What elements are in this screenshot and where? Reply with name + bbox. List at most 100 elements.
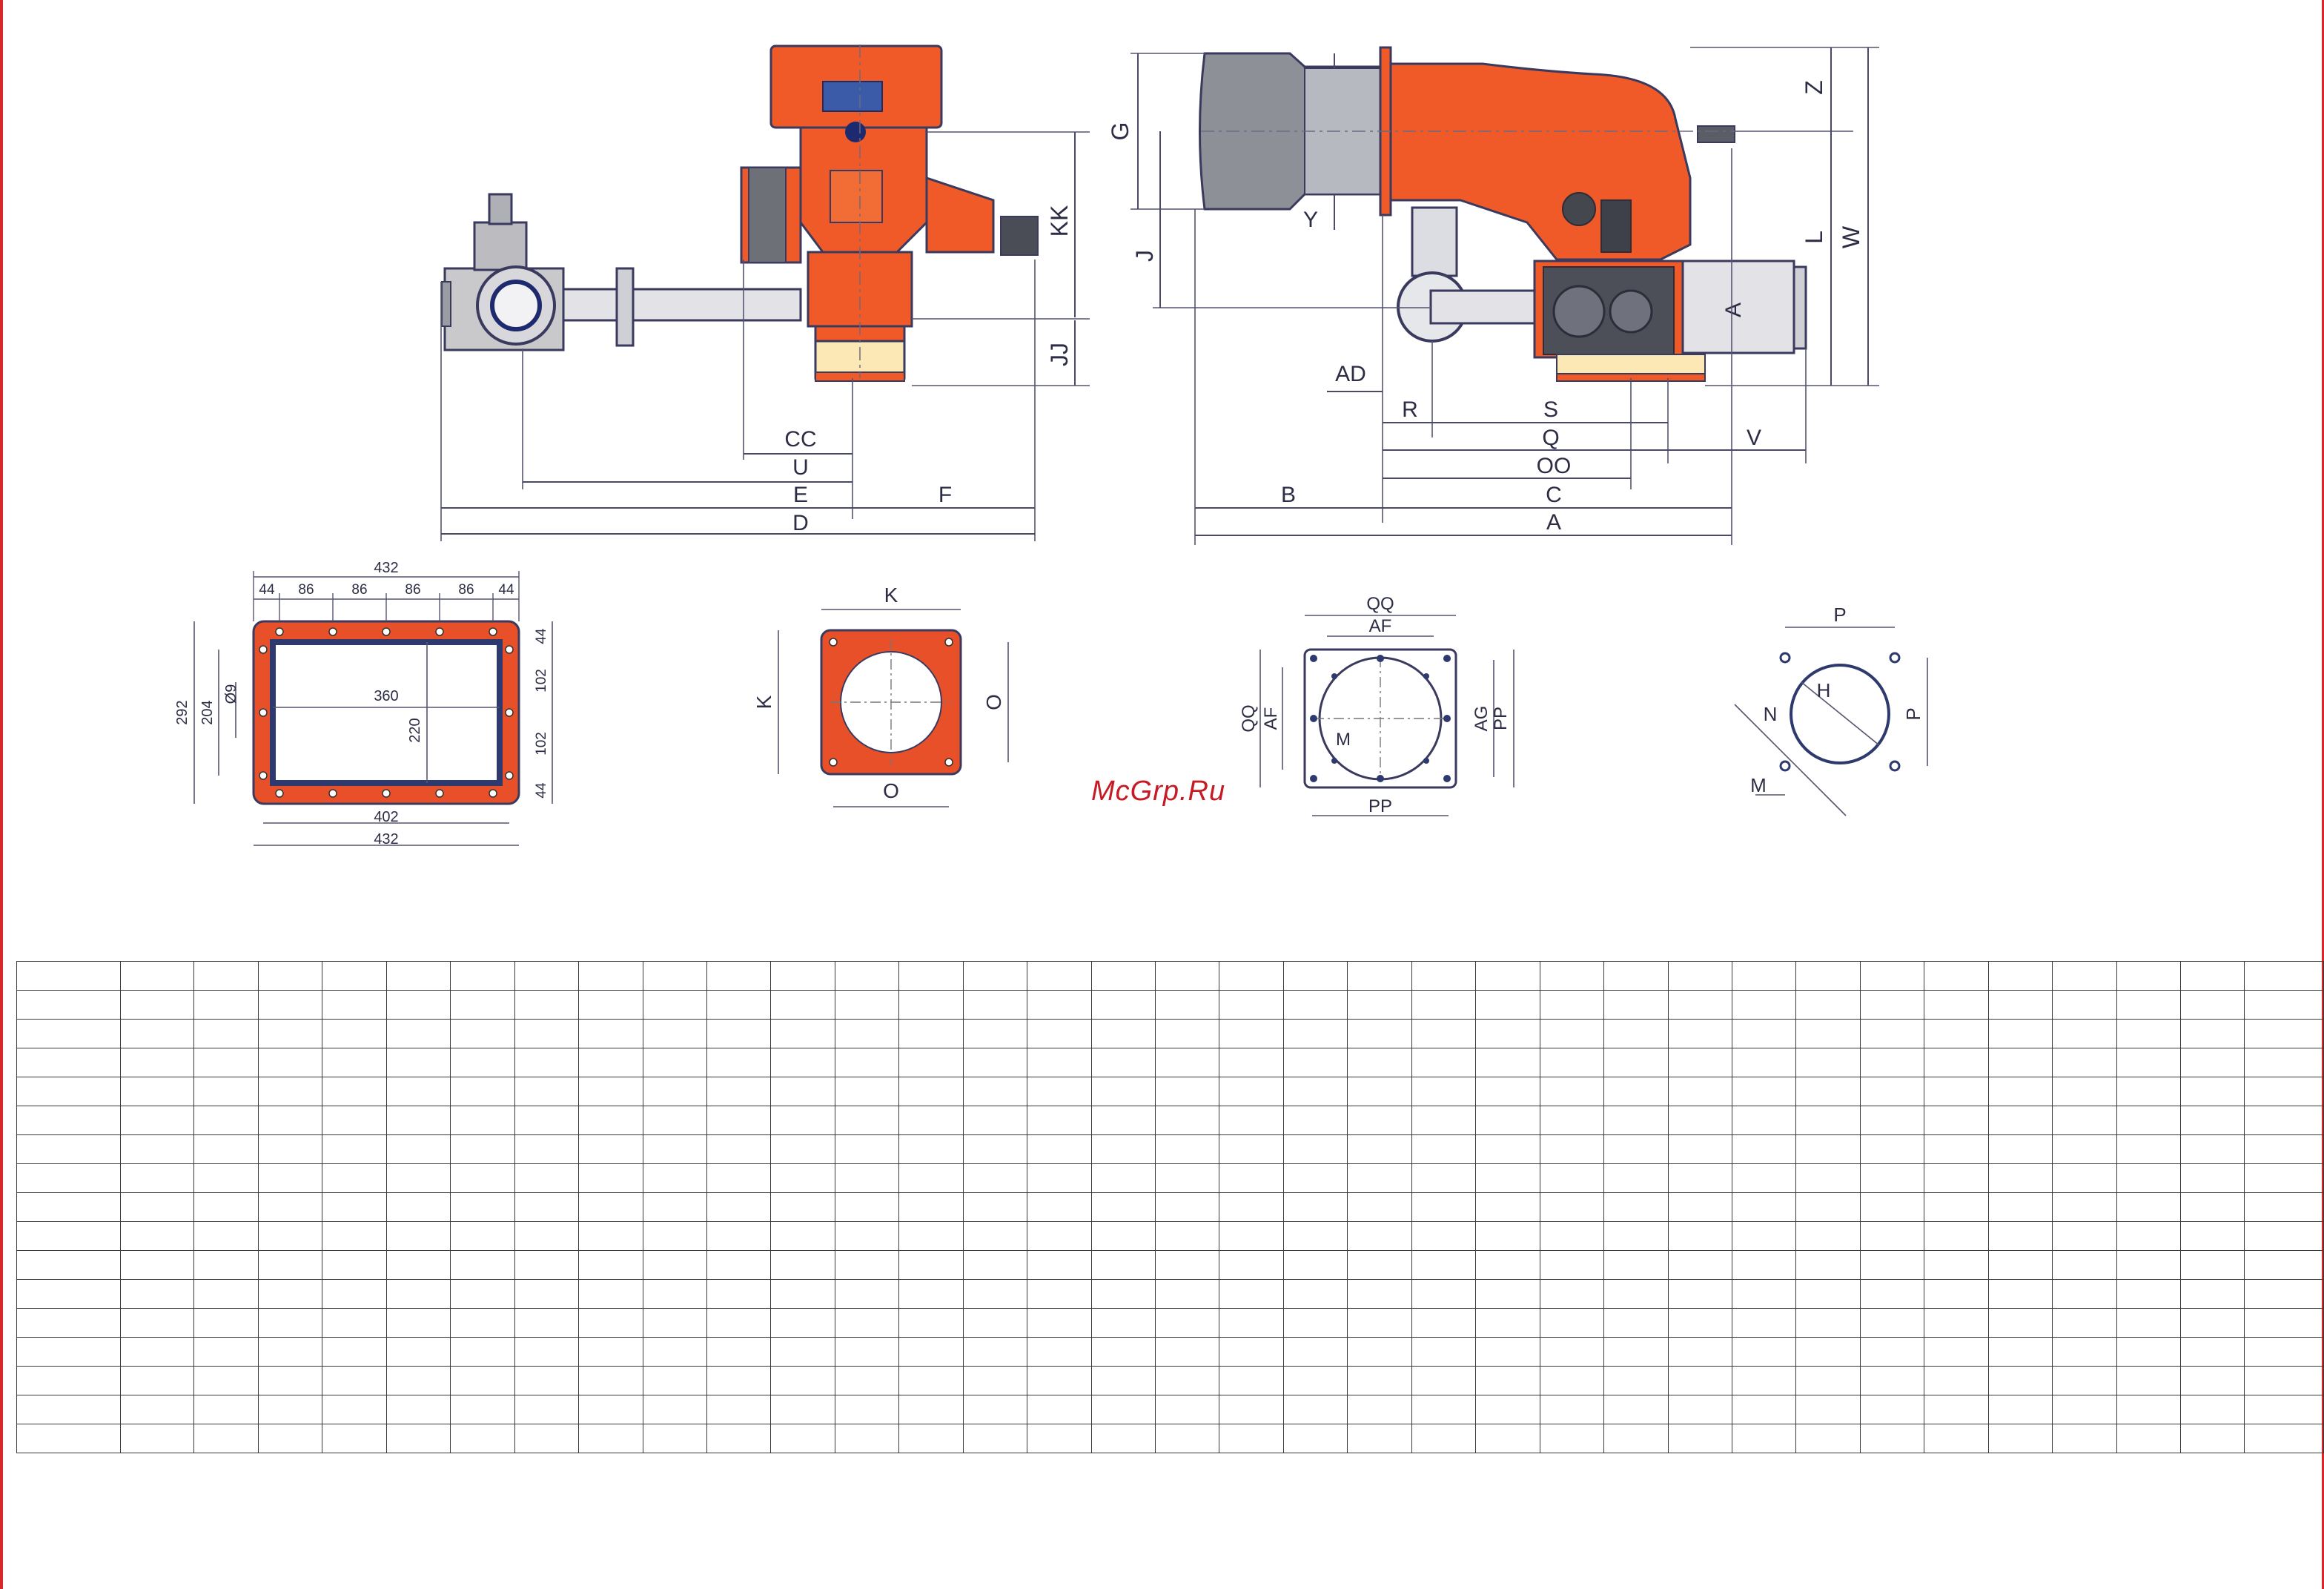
table-cell: [2052, 961, 2117, 991]
table-cell: [1539, 1019, 1605, 1048]
p-right-label: P: [1902, 707, 1924, 720]
round-flange-holes: [1779, 652, 1901, 772]
table-row: [16, 1250, 2324, 1280]
table-cell: [1667, 1134, 1732, 1164]
table-cell: [450, 1395, 515, 1424]
table-row: [16, 1019, 2324, 1048]
table-cell: [193, 1192, 259, 1222]
table-cell: [834, 1134, 900, 1164]
table-cell: [642, 1048, 707, 1077]
o-right-label: O: [982, 694, 1005, 710]
table-cell: [2243, 1395, 2324, 1424]
damper-box: [925, 176, 995, 254]
table-cell: [898, 1250, 964, 1280]
table-cell: [385, 1337, 451, 1367]
table-cell: [1603, 1019, 1669, 1048]
table-cell: [1603, 1048, 1669, 1077]
table-cell: [16, 1366, 122, 1395]
table-cell: [2243, 990, 2324, 1020]
table-cell: [1731, 1134, 1797, 1164]
table-cell: [1539, 990, 1605, 1020]
table-cell: [1219, 1308, 1284, 1338]
table-cell: [1282, 1221, 1348, 1251]
table-cell: [1731, 1424, 1797, 1453]
table-cell: [834, 1048, 900, 1077]
table-cell: [770, 1048, 835, 1077]
table-cell: [450, 1366, 515, 1395]
table-cell: [193, 1366, 259, 1395]
table-cell: [1987, 961, 2053, 991]
table-cell: [1090, 1077, 1156, 1106]
table-cell: [1027, 1163, 1092, 1193]
plate-holes: [1310, 655, 1451, 782]
table-row: [16, 1366, 2324, 1395]
table-cell: [898, 1192, 964, 1222]
table-cell: [1219, 961, 1284, 991]
table-cell: [514, 1250, 580, 1280]
table-cell: [1859, 1134, 1925, 1164]
table-cell: [193, 1395, 259, 1424]
table-cell: [257, 1221, 323, 1251]
table-cell: [1347, 1134, 1412, 1164]
h-dim: [1801, 681, 1880, 746]
table-cell: [1347, 1106, 1412, 1135]
table-cell: [1282, 990, 1348, 1020]
top-seg-1: 44: [259, 582, 275, 598]
ag-label: AG: [1471, 706, 1492, 732]
table-cell: [1155, 1279, 1220, 1309]
table-cell: [2116, 1221, 2181, 1251]
table-cell: [1603, 1134, 1669, 1164]
table-cell: [706, 1221, 772, 1251]
table-cell: [120, 1106, 195, 1135]
table-cell: [1924, 1134, 1989, 1164]
table-cell: [1924, 1337, 1989, 1367]
table-cell: [1539, 1337, 1605, 1367]
table-cell: [322, 1048, 387, 1077]
table-cell: [1219, 1077, 1284, 1106]
table-cell: [2052, 990, 2117, 1020]
jj-label: JJ: [1046, 343, 1073, 366]
table-cell: [1859, 1048, 1925, 1077]
table-cell: [962, 1279, 1028, 1309]
table-cell: [642, 1308, 707, 1338]
table-cell: [898, 1221, 964, 1251]
table-row: [16, 1395, 2324, 1424]
table-cell: [642, 961, 707, 991]
table-cell: [322, 1250, 387, 1280]
table-cell: [770, 1192, 835, 1222]
table-cell: [2179, 1048, 2245, 1077]
air-knob: [845, 122, 866, 142]
table-cell: [514, 1308, 580, 1338]
table-cell: [1411, 990, 1477, 1020]
left-red-border: [0, 0, 3, 1589]
table-cell: [1603, 1221, 1669, 1251]
table-cell: [1795, 1163, 1861, 1193]
table-cell: [834, 1337, 900, 1367]
table-cell: [1411, 1048, 1477, 1077]
table-cell: [514, 990, 580, 1020]
height-inner-label: 204: [199, 700, 216, 724]
w-label: W: [1838, 225, 1864, 248]
table-cell: [770, 1424, 835, 1453]
table-cell: [1924, 1048, 1989, 1077]
p-top-label: P: [1833, 604, 1846, 626]
table-row: [16, 1163, 2324, 1193]
table-cell: [1987, 1106, 2053, 1135]
table-cell: [514, 1019, 580, 1048]
hole-label: Ø9: [223, 684, 239, 704]
table-cell: [1027, 1192, 1092, 1222]
table-cell: [193, 1163, 259, 1193]
table-cell: [1090, 1366, 1156, 1395]
pipe-flange: [615, 267, 635, 347]
table-cell: [1731, 1048, 1797, 1077]
table-cell: [1155, 1106, 1220, 1135]
body-panel: [830, 170, 883, 223]
front-gas-pipe: [1429, 289, 1536, 325]
table-cell: [120, 1163, 195, 1193]
table-cell: [514, 961, 580, 991]
table-cell: [706, 961, 772, 991]
table-cell: [578, 1308, 643, 1338]
table-cell: [1027, 1048, 1092, 1077]
table-cell: [1795, 1279, 1861, 1309]
table-cell: [1859, 1337, 1925, 1367]
